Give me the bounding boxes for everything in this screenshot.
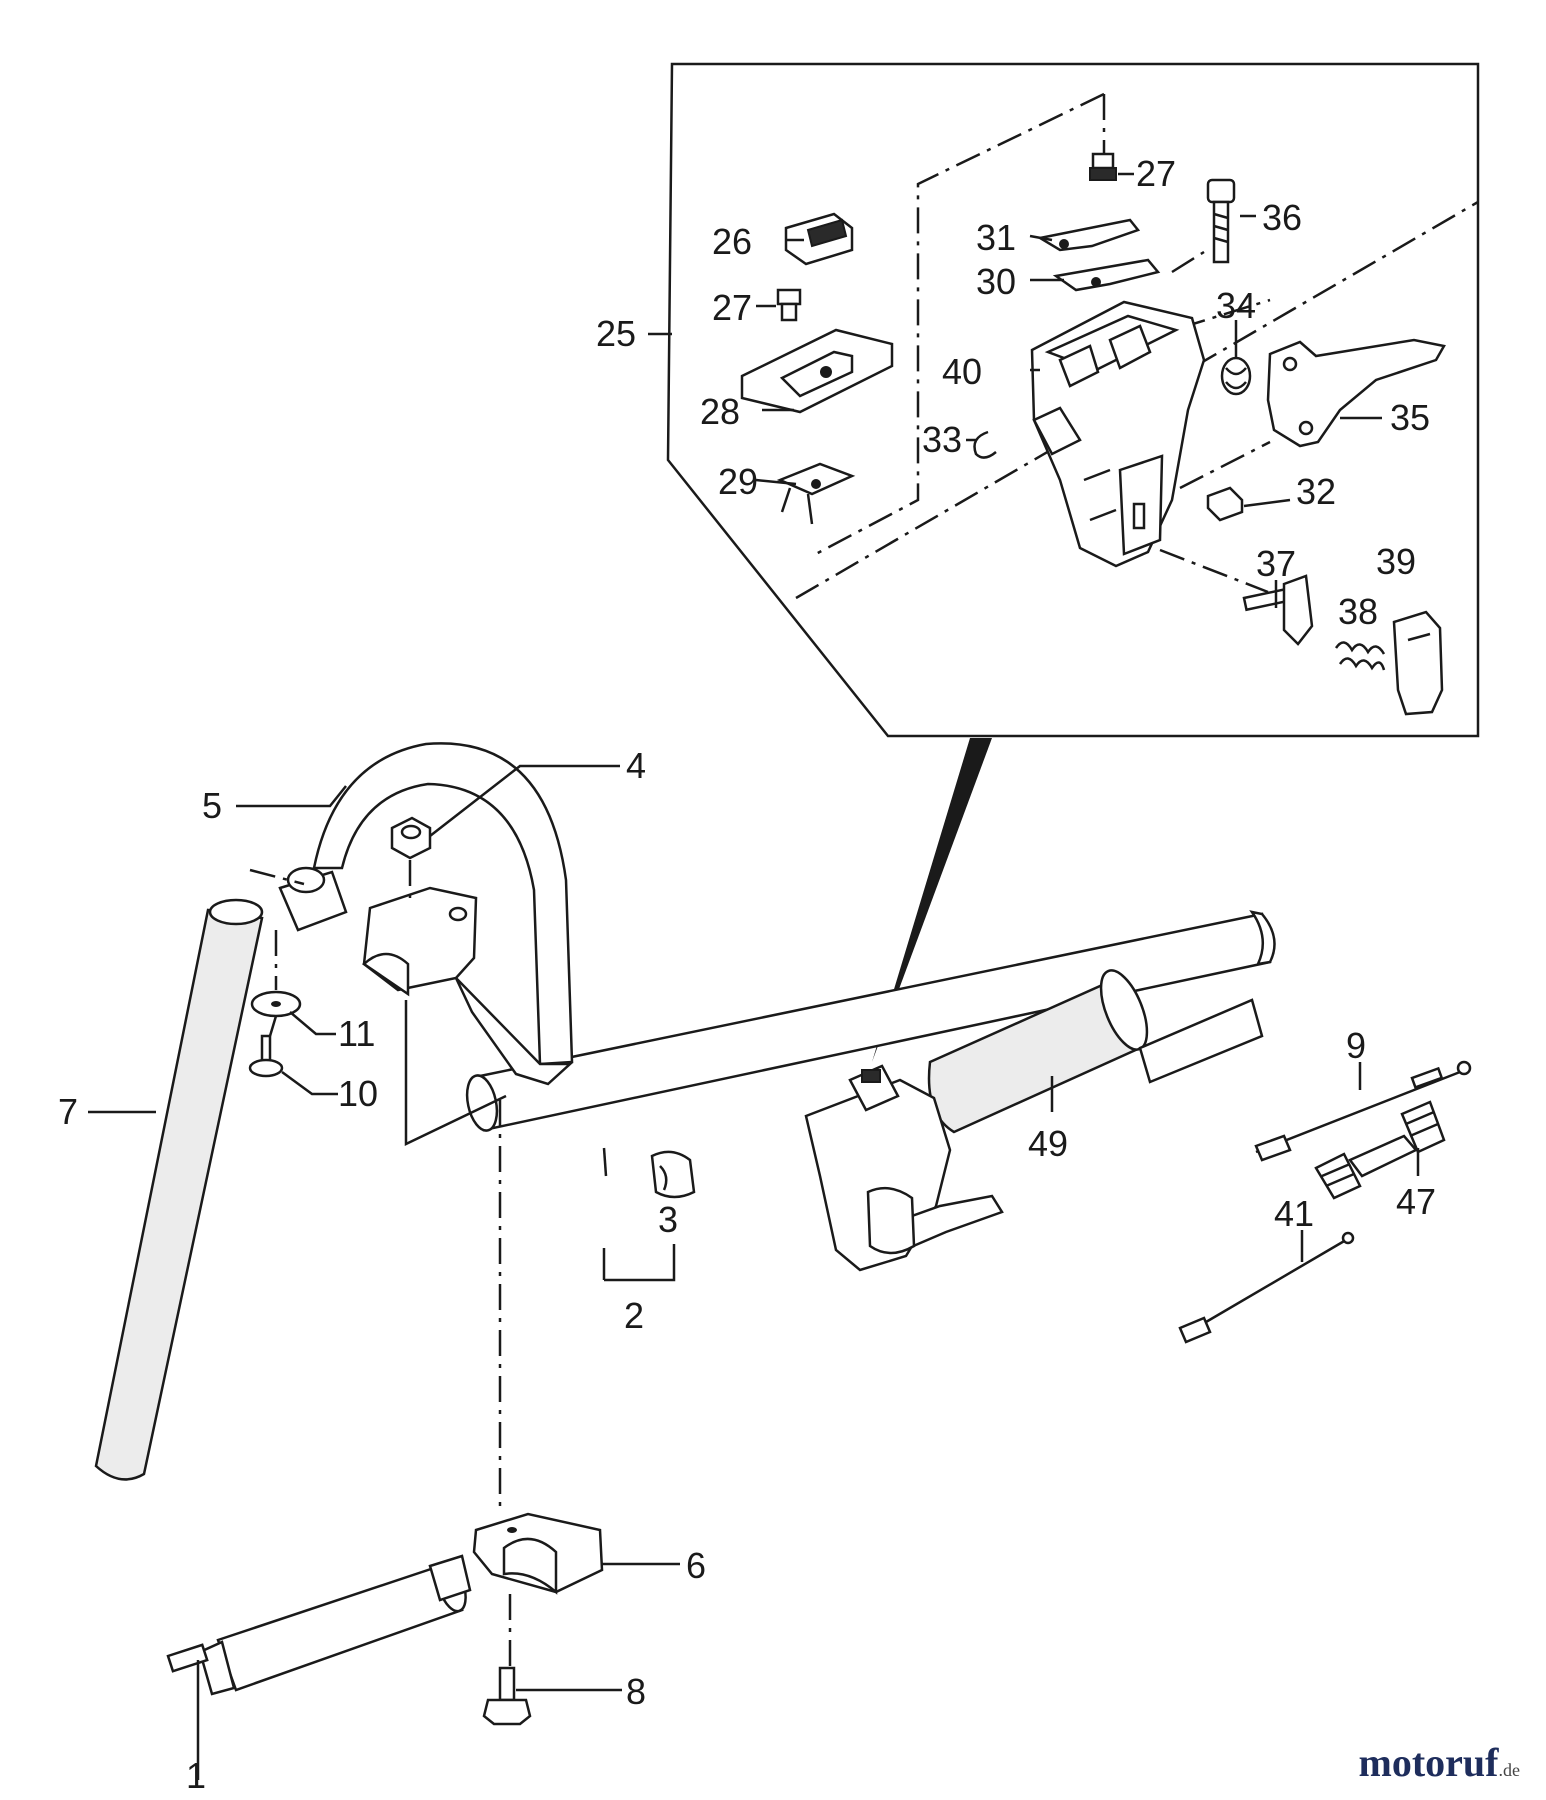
- part-throttle-assembly: [804, 1064, 1004, 1272]
- part-screw-27-top: [1089, 152, 1117, 181]
- part-front-grip-7: [94, 898, 264, 1481]
- callout-41: 41: [1274, 1193, 1314, 1234]
- callout-4: 4: [626, 745, 646, 786]
- callout-36: 36: [1262, 197, 1302, 238]
- callout-27-top: 27: [1136, 153, 1176, 194]
- part-switch-29: [776, 462, 856, 525]
- part-cap-26: [784, 212, 854, 266]
- part-wire-41: [1178, 1231, 1355, 1344]
- callout-35: 35: [1390, 397, 1430, 438]
- part-housing-40: [1030, 300, 1206, 568]
- part-plate-28: [740, 328, 894, 414]
- part-boots-47: [1314, 1100, 1446, 1200]
- callout-37: 37: [1256, 543, 1296, 584]
- callout-27-left: 27: [712, 287, 752, 328]
- part-bolt-36: [1206, 178, 1236, 264]
- part-clamp-3: [650, 1150, 696, 1199]
- watermark-logo: motoruf.de: [1359, 1739, 1520, 1786]
- part-nut-4: [390, 816, 432, 860]
- callout-28: 28: [700, 391, 740, 432]
- part-grip-49: [927, 969, 1264, 1134]
- part-washer-11: [250, 990, 302, 1018]
- callout-11: 11: [338, 1013, 375, 1054]
- part-bolt-8: [482, 1666, 532, 1726]
- part-screw-27-left: [776, 288, 802, 322]
- part-lever-31: [1036, 218, 1141, 252]
- callout-34: 34: [1216, 285, 1256, 326]
- callout-8: 8: [626, 1671, 646, 1712]
- part-spring-38: [1334, 641, 1386, 671]
- part-bolt-10: [248, 1034, 284, 1078]
- callout-38: 38: [1338, 591, 1378, 632]
- inset-detail-box: [666, 62, 1480, 1062]
- part-clip-33: [973, 430, 997, 459]
- callout-40: 40: [942, 351, 982, 392]
- callout-39: 39: [1376, 541, 1416, 582]
- callout-47: 47: [1396, 1181, 1436, 1222]
- part-cable-9: [1254, 1060, 1472, 1162]
- callout-3: 3: [658, 1199, 678, 1240]
- callout-9: 9: [1346, 1025, 1366, 1066]
- callout-10: 10: [338, 1073, 378, 1114]
- callout-1: 1: [186, 1755, 206, 1796]
- callout-2: 2: [624, 1295, 644, 1336]
- callout-5: 5: [202, 785, 222, 826]
- part-cover-39: [1392, 610, 1444, 716]
- part-handle-loop-5: [312, 742, 574, 1066]
- part-shaft-lower-1: [166, 1563, 467, 1696]
- callout-26: 26: [712, 221, 752, 262]
- part-nut-32: [1206, 486, 1244, 522]
- callout-29: 29: [718, 461, 758, 502]
- shaft-coupling: [428, 1554, 472, 1602]
- part-trigger-35: [1266, 338, 1446, 448]
- part-shaft-tube-2: [465, 910, 1276, 1132]
- part-lever-30: [1052, 258, 1161, 292]
- watermark-brand: motoruf: [1358, 1740, 1499, 1785]
- part-clamp-6: [472, 1512, 604, 1595]
- pointer-arrow: [872, 738, 992, 1062]
- watermark-tld: .de: [1498, 1760, 1521, 1780]
- callout-32: 32: [1296, 471, 1336, 512]
- leader-lines: [88, 172, 1420, 1780]
- callout-31: 31: [976, 217, 1016, 258]
- callout-7: 7: [58, 1091, 78, 1132]
- callout-25: 25: [596, 313, 636, 354]
- callout-6: 6: [686, 1545, 706, 1586]
- part-pin-37: [1242, 574, 1314, 646]
- callout-labels: 1 2 3 4 5 6 7 8 9 10 11 25 26 27 27 28 2…: [58, 153, 1436, 1796]
- callout-33: 33: [922, 419, 962, 460]
- callout-30: 30: [976, 261, 1016, 302]
- part-spring-34: [1220, 356, 1252, 396]
- callout-49: 49: [1028, 1123, 1068, 1164]
- part-handle-bracket: [278, 866, 574, 1086]
